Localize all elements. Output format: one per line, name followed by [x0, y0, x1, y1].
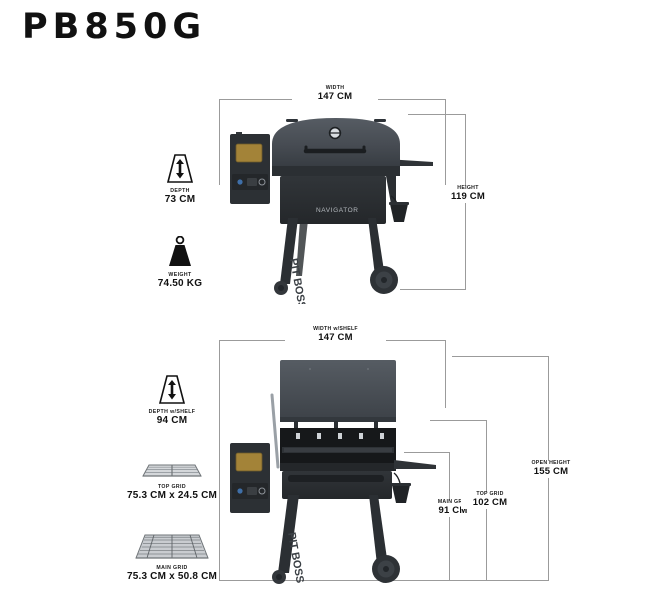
height-dimension-bottom-tick	[400, 289, 466, 290]
height-dimension-label: HEIGHT 119 CM	[425, 185, 511, 203]
open-height-dimension-label: OPEN HEIGHT 155 CM	[508, 460, 594, 478]
top-grid-dimension-tick	[430, 420, 486, 421]
width-shelf-dimension-left-tick	[219, 340, 220, 580]
top-grid-icon	[112, 460, 232, 482]
grill-illustration-closed: NAVIGATOR PIT BOSS	[230, 118, 433, 304]
top-grid-dimension-label: TOP GRID 102 CM	[461, 491, 519, 509]
main-grid-icon	[112, 531, 232, 563]
depth-funnel-icon	[120, 152, 240, 186]
spec-main-grid: MAIN GRID 75.3 CM x 50.8 CM	[112, 531, 232, 583]
width-dimension-left-tick	[219, 99, 220, 185]
width-shelf-dimension-right-tick	[445, 340, 446, 408]
main-grid-dimension-tick	[404, 452, 449, 453]
spec-weight: WEIGHT 74.50 KG	[120, 236, 240, 290]
open-height-dimension-tick	[452, 356, 548, 357]
grill-illustration-open: PIT BOSS	[230, 360, 436, 584]
height-dimension-top-tick	[408, 114, 466, 115]
spec-top-grid: TOP GRID 75.3 CM x 24.5 CM	[112, 460, 232, 502]
width-shelf-dimension-label: WIDTH w/SHELF 147 CM	[285, 326, 386, 344]
width-dimension-label: WIDTH 147 CM	[292, 85, 378, 103]
weight-block-icon	[120, 236, 240, 270]
spec-depth-with-shelf: DEPTH w/SHELF 94 CM	[112, 373, 232, 427]
page-title: PB850G	[22, 7, 207, 47]
spec-depth: DEPTH 73 CM	[120, 152, 240, 206]
width-dimension-right-tick	[445, 99, 446, 185]
model-badge-text: NAVIGATOR	[316, 207, 359, 214]
depth-funnel-icon	[112, 373, 232, 407]
